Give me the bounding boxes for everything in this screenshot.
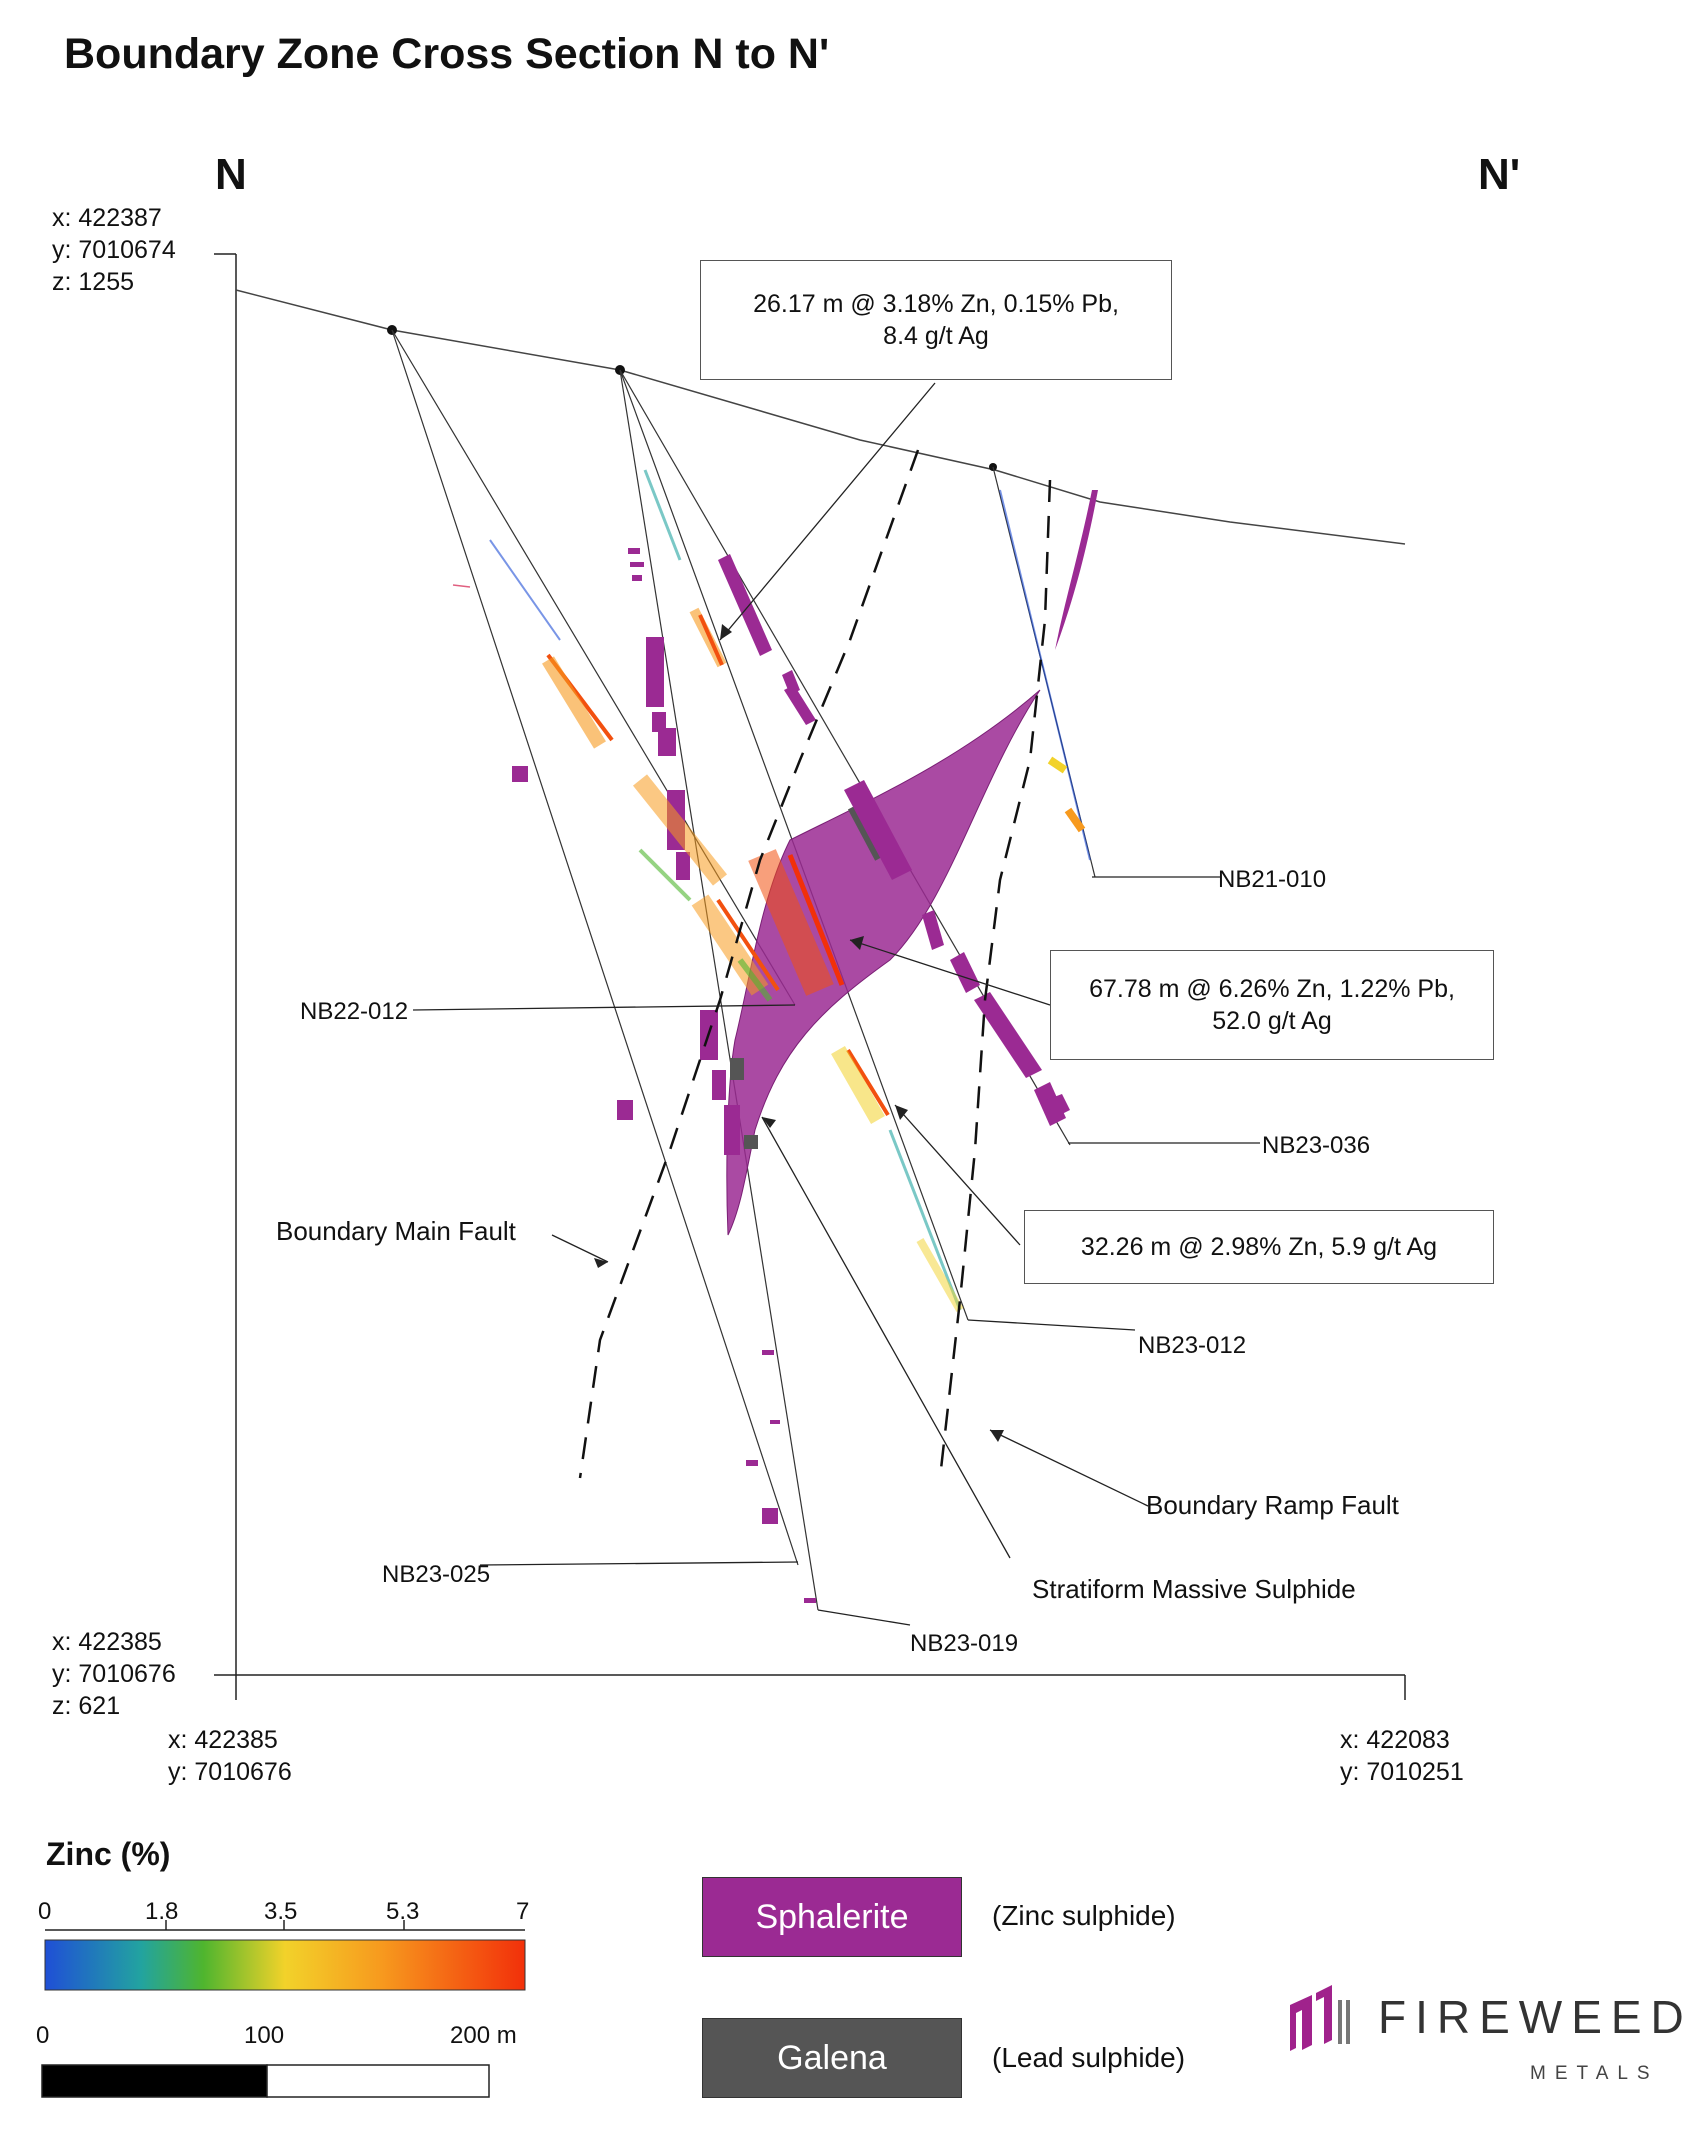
coord-y: y: 7010676: [168, 1758, 292, 1786]
coord-x: x: 422083: [1340, 1726, 1450, 1754]
drillhole-label-nb23-019: NB23-019: [910, 1630, 1019, 1657]
zinc-assay-nb23-012: [643, 469, 964, 1312]
galena-desc: (Lead sulphide): [992, 2042, 1186, 2073]
zinc-tick-0: 0: [38, 1898, 52, 1925]
zinc-tick-2: 3.5: [264, 1898, 298, 1925]
intercept-callout-1: 26.17 m @ 3.18% Zn, 0.15% Pb, 8.4 g/t Ag: [700, 260, 1172, 380]
intercept-callout-2: 67.78 m @ 6.26% Zn, 1.22% Pb, 52.0 g/t A…: [1050, 950, 1494, 1060]
zinc-assay-nb21-010: [999, 489, 1091, 861]
scale-tick-200: 200 m: [450, 2022, 517, 2049]
upper-sulphide-sliver: [1055, 490, 1098, 650]
top-left-coords: x: 422387 y: 7010674 z: 1255: [52, 202, 176, 298]
trace-nb22-012: [391, 329, 796, 1006]
drillhole-label-nb21-010: NB21-010: [1218, 866, 1327, 893]
zinc-assay-nb22-012: [542, 653, 780, 1002]
bottom-left-coords: x: 422385 y: 7010676 z: 621: [52, 1626, 176, 1722]
zinc-tick-1: 1.8: [145, 1898, 179, 1925]
sphalerite-swatch: Sphalerite: [702, 1877, 962, 1957]
callout-line: 26.17 m @ 3.18% Zn, 0.15% Pb,: [753, 290, 1119, 318]
intercept-callout-3: 32.26 m @ 2.98% Zn, 5.9 g/t Ag: [1024, 1210, 1494, 1284]
drillhole-label-nb22-012: NB22-012: [300, 998, 409, 1025]
callout-line: 67.78 m @ 6.26% Zn, 1.22% Pb,: [1089, 975, 1455, 1003]
coord-x: x: 422387: [52, 204, 162, 232]
scale-tick-100: 100: [244, 2022, 285, 2049]
coord-z: z: 621: [52, 1692, 121, 1720]
coord-y: y: 7010674: [52, 236, 176, 264]
callout-line: 32.26 m @ 2.98% Zn, 5.9 g/t Ag: [1080, 1233, 1438, 1261]
callout-line: 52.0 g/t Ag: [1212, 1007, 1332, 1035]
drillhole-label-nb23-012: NB23-012: [1138, 1332, 1247, 1359]
section-start-label: N: [215, 150, 247, 199]
drillhole-label-nb23-036: NB23-036: [1262, 1132, 1371, 1159]
fireweed-logo-sub: METALS: [1530, 2063, 1659, 2084]
fireweed-logo-text: FIREWEED: [1378, 1991, 1693, 2043]
page-title: Boundary Zone Cross Section N to N': [64, 30, 830, 78]
galena-block-2: [730, 1058, 744, 1080]
boundary-ramp-fault: [938, 479, 1052, 1479]
topography-line: [235, 289, 1406, 545]
label-boundary-ramp-fault: Boundary Ramp Fault: [1146, 1490, 1399, 1520]
stratiform-sulphide-body: [726, 689, 1041, 1236]
scale-tick-0: 0: [36, 2022, 50, 2049]
label-boundary-main-fault: Boundary Main Fault: [276, 1216, 516, 1246]
sphalerite-desc: (Zinc sulphide): [992, 1900, 1176, 1931]
galena-block-3: [744, 1135, 758, 1149]
zinc-assay-nb22-012-upper: [452, 539, 692, 902]
trace-nb23-019: [619, 369, 819, 1611]
galena-swatch: Galena: [702, 2018, 962, 2098]
drillhole-label-nb23-025: NB23-025: [382, 1561, 491, 1588]
callout-line: 8.4 g/t Ag: [883, 322, 989, 350]
zinc-legend-title: Zinc (%): [46, 1836, 171, 1872]
label-stratiform-sulphide: Stratiform Massive Sulphide: [1032, 1574, 1356, 1604]
coord-x: x: 422385: [52, 1628, 162, 1656]
leader-lines: [412, 382, 1260, 1626]
zinc-tick-3: 5.3: [386, 1898, 420, 1925]
coord-y: y: 7010676: [52, 1660, 176, 1688]
axis-right-coords: x: 422083 y: 7010251: [1340, 1724, 1464, 1788]
section-end-label: N': [1478, 150, 1521, 199]
boundary-main-fault: [578, 449, 920, 1479]
leader-arrowheads: [594, 624, 1004, 1442]
sphalerite-intervals-nb23-036: [718, 554, 1070, 1126]
axis-left-coords: x: 422385 y: 7010676: [168, 1724, 292, 1788]
coord-z: z: 1255: [52, 268, 135, 296]
coord-x: x: 422385: [168, 1726, 278, 1754]
trace-nb23-025: [391, 329, 799, 1566]
zinc-tick-4: 7: [516, 1898, 530, 1925]
coord-y: y: 7010251: [1340, 1758, 1464, 1786]
